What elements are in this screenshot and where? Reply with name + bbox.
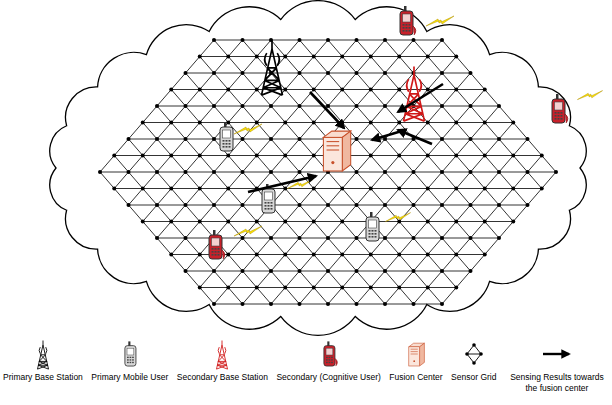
legend-symbol [204,340,240,370]
legend-item: Sensor Grid [451,340,496,383]
legend-label: Primary Base Station [3,372,83,383]
sensor-grid [98,38,558,306]
legend-item: Fusion Center [389,340,442,383]
legend-label: Sensor Grid [451,372,496,383]
sensing-result-arrows [248,84,443,192]
legend-label: Sensing Results towards the fusion cente… [505,372,609,393]
legend-symbol [398,340,434,370]
legend-item: Secondary Base Station [177,340,268,383]
legend-symbol [25,340,61,370]
legend-symbol [112,340,148,370]
legend-symbol [539,340,575,370]
legend-label: Primary Mobile User [91,372,168,383]
network-illustration [0,0,612,340]
legend-label: Secondary Base Station [177,372,268,383]
legend-symbol [456,340,492,370]
legend-item: Primary Mobile User [91,340,168,383]
legend-label: Fusion Center [389,372,442,383]
legend-label: Secondary (Cognitive User) [276,372,380,383]
legend-item: Sensing Results towards the fusion cente… [505,340,609,393]
legend-item: Primary Base Station [3,340,83,383]
network-nodes [209,6,603,259]
legend-symbol [311,340,347,370]
legend: Primary Base Station Primary Mobile User… [3,340,609,402]
legend-item: Secondary (Cognitive User) [276,340,380,383]
cloud-outline [50,1,586,336]
